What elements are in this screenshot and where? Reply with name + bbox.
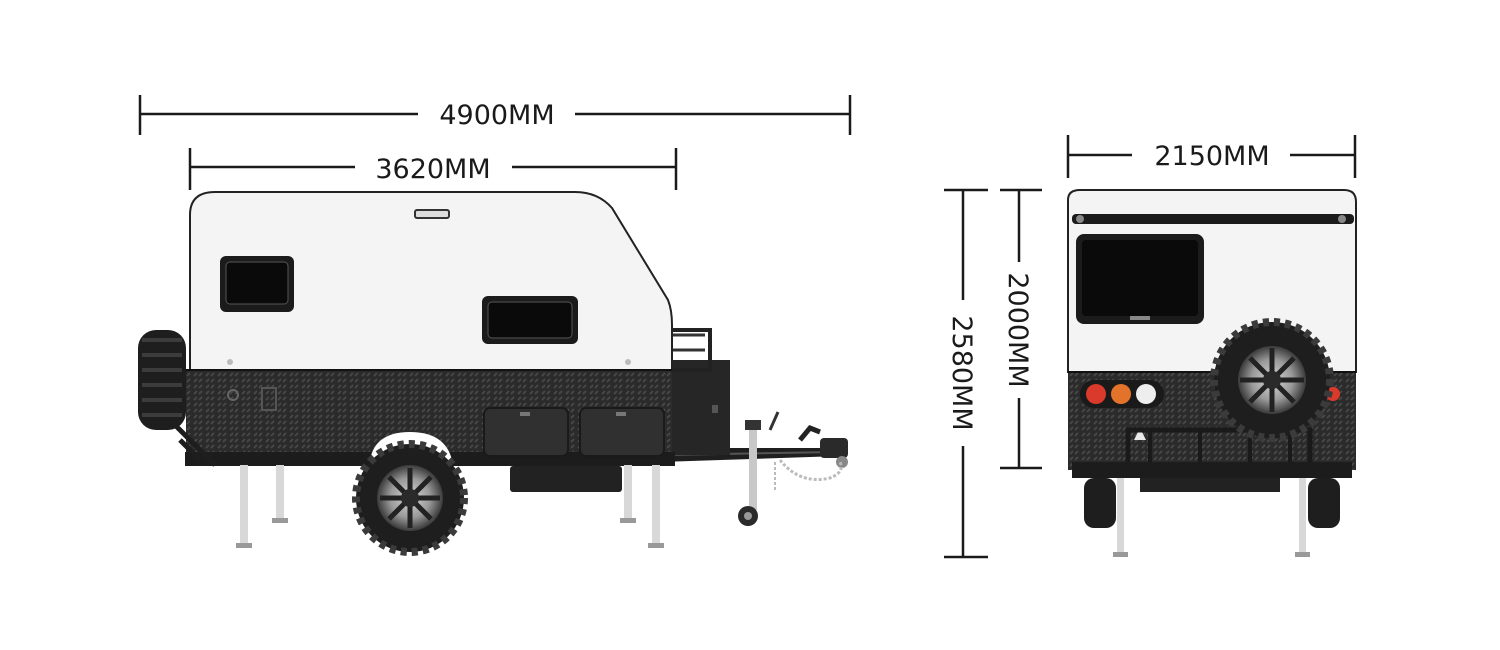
rear-wheel-left [1084, 478, 1116, 528]
rear-view [1067, 189, 1357, 557]
dimension-body-length: 3620MM [188, 148, 678, 190]
stabiliser-legs [236, 465, 664, 548]
trailer-body-side [186, 191, 673, 460]
dimension-body-height: 2000MM [1000, 188, 1042, 470]
dimension-overall-length: 4900MM [138, 95, 852, 135]
tail-lights [1080, 380, 1340, 408]
body-height-label: 2000MM [1002, 272, 1033, 387]
dimension-overall-height: 2580MM [944, 188, 988, 559]
front-toolbox [668, 328, 730, 455]
overall-height-label: 2580MM [946, 315, 977, 430]
water-tank [510, 466, 622, 492]
rear-spare-tyre-side [138, 330, 217, 467]
rear-wheel-right [1308, 478, 1340, 528]
rear-spare-tyre [1125, 318, 1334, 473]
width-label: 2150MM [1154, 141, 1269, 172]
main-wheel-side [352, 440, 468, 556]
dimension-width: 2150MM [1066, 135, 1357, 178]
body-length-label: 3620MM [375, 154, 490, 185]
overall-length-label: 4900MM [439, 100, 554, 131]
side-view [138, 191, 848, 556]
